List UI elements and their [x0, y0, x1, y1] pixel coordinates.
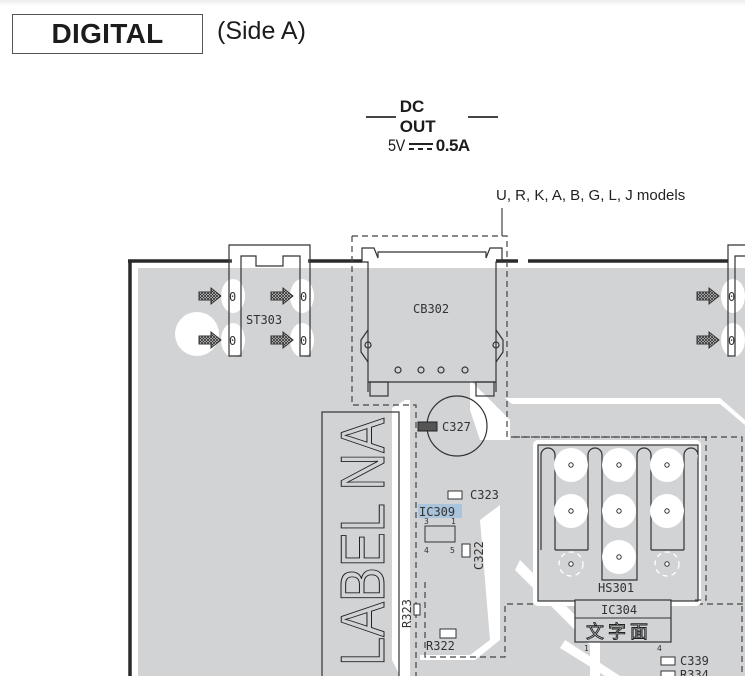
rule-left — [366, 116, 396, 118]
dc-out-label: DC OUT — [399, 97, 436, 136]
board-outline — [128, 259, 728, 676]
dc-symbol-icon — [408, 141, 433, 151]
c339-pad — [660, 656, 676, 666]
r334-pad — [660, 670, 676, 676]
ic309-label: IC309 — [419, 505, 455, 519]
cb302-region — [351, 235, 743, 676]
st303-label: ST303 — [246, 313, 282, 327]
hs301-label: HS301 — [598, 581, 634, 595]
ic304-pin4: 4 — [657, 644, 662, 653]
c323-label: C323 — [470, 488, 499, 502]
heatsink-hs301 — [533, 440, 701, 606]
connector-cb302 — [360, 247, 504, 397]
dc-out-heading: DC OUT — [362, 97, 502, 136]
rule-right — [468, 116, 498, 118]
dc-out-rating: 5V 0.5A — [388, 134, 470, 158]
pin-label: 0 — [728, 290, 735, 304]
models-note: U, R, K, A, B, G, L, J models — [496, 187, 686, 204]
capacitor-c327 — [417, 395, 488, 457]
c327-label: C327 — [442, 420, 471, 434]
r334-label: R334 — [680, 668, 709, 676]
connector-right — [727, 244, 745, 357]
ic304-marking: 文字面 — [586, 622, 652, 643]
st303-pin-labels: 0 0 0 0 0 0 — [229, 290, 735, 348]
ic309-pin1: 1 — [451, 517, 456, 526]
ic304-pin1: 1 — [584, 644, 589, 653]
label-na-box — [321, 411, 400, 676]
section-title-box: DIGITAL — [12, 14, 203, 54]
ic309-pin5: 5 — [450, 546, 455, 555]
c322-pad — [461, 543, 471, 558]
pin-label: 0 — [728, 334, 735, 348]
ic-ic304 — [574, 599, 672, 643]
c323-pad — [447, 490, 463, 500]
r323-label: R323 — [400, 599, 414, 628]
ic309-pin4: 4 — [424, 546, 429, 555]
c322-label: C322 — [472, 541, 486, 570]
c339-label: C339 — [680, 654, 709, 668]
side-label: (Side A) — [217, 17, 306, 45]
ic309-region — [424, 582, 745, 658]
r322-pad — [439, 628, 457, 639]
cb302-label: CB302 — [413, 302, 449, 316]
dc-voltage: 5V — [388, 136, 405, 155]
r323-pad — [413, 603, 421, 616]
ic304-label: IC304 — [601, 603, 637, 617]
pin-label: 0 — [229, 334, 236, 348]
pin-label: 0 — [229, 290, 236, 304]
pin-label: 0 — [300, 290, 307, 304]
pin-label: 0 — [300, 334, 307, 348]
page-top-edge — [0, 0, 745, 6]
hs301-region — [514, 436, 707, 601]
connector-st303 — [228, 244, 311, 357]
section-title: DIGITAL — [51, 18, 164, 49]
ic309-body — [424, 525, 456, 543]
ic309-pin3: 3 — [424, 517, 429, 526]
dc-current: 0.5A — [435, 136, 470, 155]
ic309-highlight — [418, 504, 462, 518]
r322-label: R322 — [426, 639, 455, 653]
label-na-text: LABEL NA — [329, 417, 398, 666]
